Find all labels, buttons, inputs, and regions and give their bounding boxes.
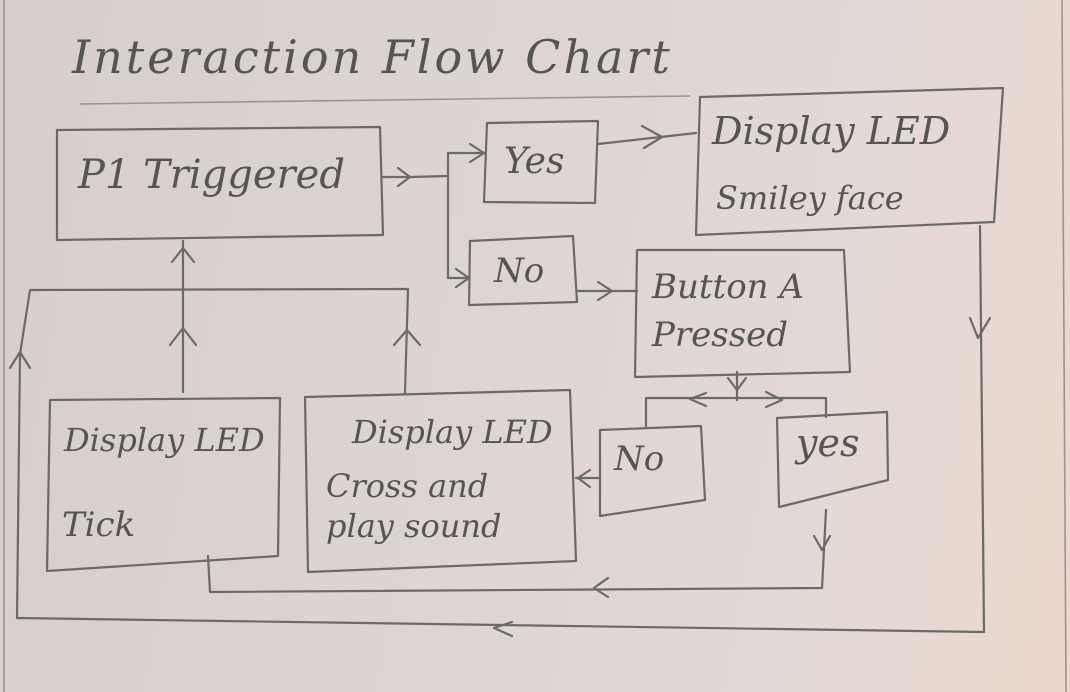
arrowhead-p1-in — [170, 246, 196, 264]
line-yes-tick — [206, 508, 828, 594]
box-button-a — [633, 248, 852, 379]
box-no-top — [467, 234, 579, 307]
arrowhead-cross-up — [392, 328, 422, 347]
label-yes-top: Yes — [504, 141, 565, 182]
line-to-no — [446, 174, 471, 280]
line-smiley-down — [978, 224, 986, 634]
box-yes-top — [482, 119, 600, 205]
arrowhead-yes — [468, 142, 486, 164]
label-cross-line2: Cross and — [326, 467, 489, 505]
label-yes-bottom: yes — [796, 421, 860, 465]
arrowhead-tick-up — [168, 326, 198, 347]
line-cross-up — [403, 287, 410, 395]
label-no-top: No — [494, 251, 545, 291]
label-tick-line2: Tick — [62, 505, 136, 545]
arrowhead-no-cross — [576, 468, 592, 489]
line-left-up — [15, 352, 22, 620]
line-to-yes — [446, 151, 486, 178]
line-button-branch — [644, 396, 828, 428]
box-yes-bottom — [775, 410, 890, 509]
line-yes-smiley — [596, 131, 698, 146]
label-no-bottom: No — [614, 439, 665, 479]
box-tick — [45, 396, 282, 573]
label-cross-line3: play sound — [326, 507, 502, 545]
label-tick-line1: Display LED — [64, 421, 265, 459]
label-button-a-line2: Pressed — [652, 315, 789, 355]
arrowhead-yes-left — [592, 576, 610, 599]
arrowhead-yes-smiley — [640, 124, 664, 150]
arrowhead-branch-yes — [764, 390, 784, 409]
chart-title: Interaction Flow Chart — [72, 30, 673, 84]
arrowhead-button-down — [726, 376, 748, 392]
label-p1-triggered: P1 Triggered — [78, 152, 345, 198]
page-edge-right — [1061, 0, 1067, 692]
arrowhead-no — [454, 267, 471, 289]
title-underline — [79, 95, 691, 105]
line-top-return — [18, 287, 410, 356]
arrowhead-no-button — [596, 280, 614, 302]
label-smiley-line2: Smiley face — [716, 179, 904, 217]
box-p1-triggered — [55, 125, 385, 242]
box-smiley — [694, 86, 1005, 237]
arrowhead-yes-down — [812, 534, 832, 552]
label-smiley-line1: Display LED — [712, 109, 951, 153]
arrowhead-branch-no — [688, 391, 708, 408]
box-no-bottom — [598, 424, 707, 518]
label-cross-line1: Display LED — [352, 413, 553, 451]
arrowhead-bottom-return — [492, 620, 514, 638]
box-cross — [303, 388, 578, 574]
arrowhead-smiley-down — [968, 316, 992, 340]
label-button-a-line1: Button A — [652, 267, 804, 307]
line-to-branch — [408, 174, 450, 179]
